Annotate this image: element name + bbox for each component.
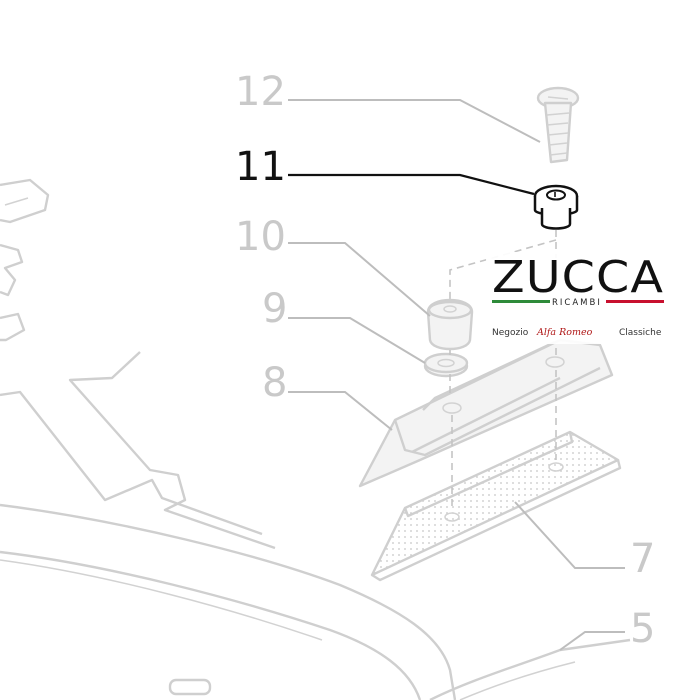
lower-right-panel <box>429 638 631 700</box>
part-10-bushing <box>426 298 474 351</box>
callout-12: 12 <box>235 69 286 115</box>
logo-wordmark: ZUCCA <box>492 252 664 303</box>
leader-10 <box>288 242 431 317</box>
leader-7 <box>514 501 625 569</box>
left-zigzag-rail <box>0 351 276 550</box>
leader-8 <box>288 391 393 431</box>
body-panel-slot <box>168 678 212 696</box>
flag-red-bar <box>606 300 664 303</box>
part-11-nut <box>533 184 579 230</box>
callout-11: 11 <box>235 144 286 190</box>
logo-brand-script: Alfa Romeo <box>536 327 593 338</box>
logo-tagline-prefix: Negozio <box>492 328 529 338</box>
leader-lines <box>288 99 625 651</box>
left-bracket-slot <box>4 197 29 206</box>
callout-8: 8 <box>262 360 287 406</box>
callout-9: 9 <box>262 286 287 332</box>
body-panel-outline <box>0 503 457 700</box>
left-bracket-block <box>0 312 26 342</box>
logo-subtitle: RICAMBI <box>552 298 602 308</box>
leader-12 <box>288 99 541 143</box>
leader-9 <box>288 317 426 364</box>
part-8-plate <box>358 338 614 488</box>
body-panel-edge <box>0 559 323 641</box>
leader-11 <box>288 173 535 196</box>
callout-5: 5 <box>630 606 655 652</box>
lower-right-panel-edge <box>459 661 576 700</box>
callout-10: 10 <box>235 214 286 260</box>
callout-labels: 12 11 10 9 8 7 5 <box>235 69 655 652</box>
part-9-washer <box>423 352 469 378</box>
logo-tagline-suffix: Classiche <box>619 328 662 338</box>
body-panel-inner <box>0 550 422 700</box>
left-bracket-top <box>0 178 50 224</box>
leader-5 <box>559 631 625 651</box>
left-bracket-clip <box>0 243 24 297</box>
assembly-axes <box>449 230 557 510</box>
part-7-pad <box>370 430 622 582</box>
part-12-screw <box>536 86 580 164</box>
callout-7: 7 <box>630 536 655 582</box>
zucca-logo: ZUCCA RICAMBI Negozio Alfa Romeo Classic… <box>486 252 670 344</box>
flag-green-bar <box>492 300 550 303</box>
background-body-parts <box>0 178 631 700</box>
